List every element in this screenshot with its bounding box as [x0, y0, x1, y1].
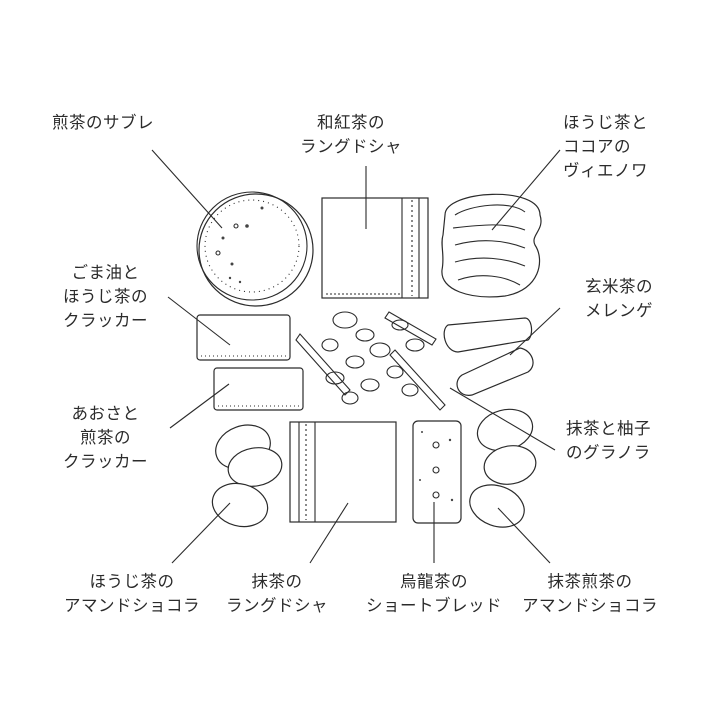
label-line: ラングドシャ: [226, 596, 328, 615]
label-line: 和紅茶の: [317, 113, 385, 132]
label-line: 烏龍茶の: [400, 572, 468, 591]
label-line: ほうじ茶の: [63, 287, 148, 306]
label-genmaicha-meringue: 玄米茶の メレンゲ: [585, 275, 653, 323]
label-line: アマンドショコラ: [64, 596, 200, 615]
label-line: ラングドシャ: [300, 137, 402, 156]
label-line: 抹茶と柚子: [566, 419, 651, 438]
label-line: メレンゲ: [585, 301, 653, 320]
wakocha-langue-de-chat-illustration: [321, 197, 429, 299]
label-sencha-sable: 煎茶のサブレ: [52, 111, 154, 135]
label-line: ほうじ茶の: [89, 572, 175, 591]
label-line: 抹茶煎茶の: [547, 572, 633, 591]
label-line: のグラノラ: [566, 443, 651, 462]
label-line: 煎茶の: [80, 428, 131, 447]
label-line: ココアの: [563, 137, 631, 156]
matcha-sencha-almond-chocolat-illustration: [469, 408, 537, 528]
label-line: あおさと: [71, 404, 140, 423]
label-oolong-shortbread: 烏龍茶の ショートブレッド: [366, 570, 502, 618]
label-hojicha-cocoa-viennois: ほうじ茶と ココアの ヴィエノワ: [563, 111, 648, 183]
hojicha-almond-chocolat-illustration: [211, 424, 283, 528]
matcha-langue-de-chat-illustration: [289, 421, 397, 523]
label-aosa-sencha-cracker: あおさと 煎茶の クラッカー: [63, 402, 148, 474]
matcha-yuzu-granola-illustration: [295, 311, 446, 411]
leader-lines: [151, 149, 561, 564]
label-sesame-hojicha-cracker: ごま油と ほうじ茶の クラッカー: [63, 261, 148, 333]
label-line: ショートブレッド: [366, 596, 502, 615]
oolong-shortbread-illustration: [412, 420, 462, 524]
label-line: ほうじ茶と: [563, 113, 648, 132]
label-wakocha-langue-de-chat: 和紅茶の ラングドシャ: [300, 111, 402, 159]
label-line: ごま油と: [71, 263, 140, 282]
label-matcha-yuzu-granola: 抹茶と柚子 のグラノラ: [566, 417, 651, 465]
label-hojicha-almond-chocolat: ほうじ茶の アマンドショコラ: [64, 570, 200, 618]
label-line: アマンドショコラ: [522, 596, 658, 615]
label-matcha-langue-de-chat: 抹茶の ラングドシャ: [226, 570, 328, 618]
label-line: 煎茶のサブレ: [52, 113, 154, 132]
label-line: ヴィエノワ: [563, 161, 648, 180]
label-line: 抹茶の: [251, 572, 303, 591]
sencha-sable-illustration: [196, 191, 314, 307]
genmaicha-meringue-illustration: [443, 317, 534, 396]
label-line: クラッカー: [63, 311, 148, 330]
sesame-hojicha-cracker-illustration: [196, 314, 291, 361]
aosa-sencha-cracker-illustration: [213, 367, 304, 411]
label-line: 玄米茶の: [585, 277, 653, 296]
label-line: クラッカー: [63, 452, 148, 471]
label-matcha-sencha-almond-chocolat: 抹茶煎茶の アマンドショコラ: [522, 570, 658, 618]
hojicha-cocoa-viennois-illustration: [441, 193, 542, 298]
